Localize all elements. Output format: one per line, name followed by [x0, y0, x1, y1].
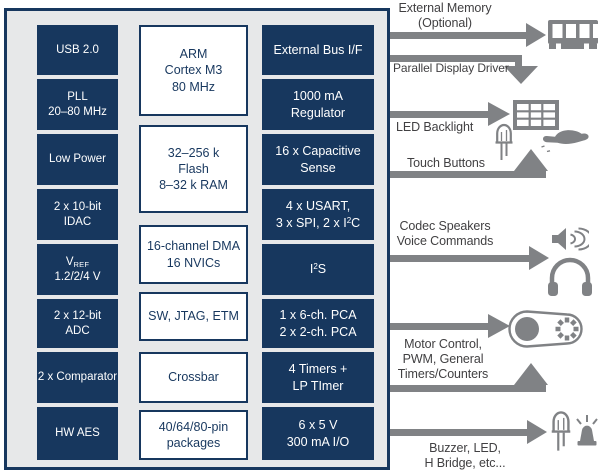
arrowhead-led-backlight: [488, 102, 510, 126]
block-crossbar: Crossbar: [139, 352, 248, 403]
memory-module-icon: [548, 20, 598, 50]
block-timers: 4 Timers + LP TImer: [262, 352, 374, 403]
block-packages: 40/64/80-pin packages: [139, 410, 248, 460]
block-comparator: 2 x Comparator: [37, 352, 118, 403]
callout-parallel-display-driver: Parallel Display Driver: [393, 61, 509, 75]
block-dma-nvic: 16-channel DMA 16 NVICs: [139, 225, 248, 284]
led-icon: [550, 407, 572, 455]
callout-touch-buttons: Touch Buttons: [407, 156, 485, 170]
touch-hand-icon: [541, 125, 593, 155]
block-pll: PLL 20–80 MHz: [37, 79, 118, 130]
block-io: 6 x 5 V 300 mA I/O: [262, 407, 374, 460]
arrow-timers-up: [390, 385, 546, 392]
arrowhead-motor: [488, 314, 510, 338]
block-debug: SW, JTAG, ETM: [139, 292, 248, 341]
arrowhead-timers-up: [514, 363, 548, 385]
block-pca: 1 x 6-ch. PCA 2 x 2-ch. PCA: [262, 299, 374, 348]
arrowhead-buzzer: [527, 420, 547, 444]
arrow-led-backlight: [390, 111, 488, 118]
block-hw-aes: HW AES: [37, 407, 118, 460]
arrowhead-parallel-display: [504, 66, 538, 84]
speaker-icon: [551, 226, 589, 252]
block-idac: 2 x 10-bit IDAC: [37, 189, 118, 240]
callout-motor-control: Motor Control, PWM, General Timers/Count…: [397, 337, 489, 381]
block-adc: 2 x 12-bit ADC: [37, 299, 118, 348]
block-vref: VREF 1.2/2/4 V: [37, 244, 118, 295]
block-low-power: Low Power: [37, 134, 118, 185]
buzzer-icon: [574, 411, 600, 451]
led-matrix-icon: [513, 100, 559, 130]
arrow-touch-buttons: [390, 171, 546, 178]
callout-buzzer-led: Buzzer, LED, H Bridge, etc...: [424, 441, 506, 470]
led-icon: [494, 120, 514, 164]
callout-codec-speakers: Codec Speakers Voice Commands: [396, 219, 494, 248]
arrow-codec: [390, 255, 529, 262]
block-cap-sense: 16 x Capacitive Sense: [262, 134, 374, 185]
arrowhead-external-memory: [526, 23, 546, 47]
callout-external-memory: External Memory (Optional): [398, 1, 492, 30]
block-arm-core: ARM Cortex M3 80 MHz: [139, 25, 248, 116]
block-usb: USB 2.0: [37, 25, 118, 75]
arrowhead-codec: [529, 246, 549, 270]
block-external-bus: External Bus I/F: [262, 25, 374, 75]
arrow-buzzer: [390, 429, 527, 436]
arrow-external-memory: [390, 32, 528, 39]
motor-belt-icon: [507, 309, 588, 349]
arrow-parallel-display-drop: [515, 55, 522, 68]
block-flash-ram: 32–256 k Flash 8–32 k RAM: [139, 125, 248, 213]
arrow-parallel-display: [390, 55, 522, 62]
block-i2s: I2S: [262, 244, 374, 295]
callout-led-backlight: LED Backlight: [396, 120, 474, 134]
arrow-motor: [390, 323, 488, 330]
headphones-icon: [547, 257, 593, 299]
arrowhead-touch-buttons: [514, 149, 548, 171]
block-regulator: 1000 mA Regulator: [262, 79, 374, 130]
block-usart-spi-i2c: 4 x USART, 3 x SPI, 2 x I2C: [262, 189, 374, 240]
